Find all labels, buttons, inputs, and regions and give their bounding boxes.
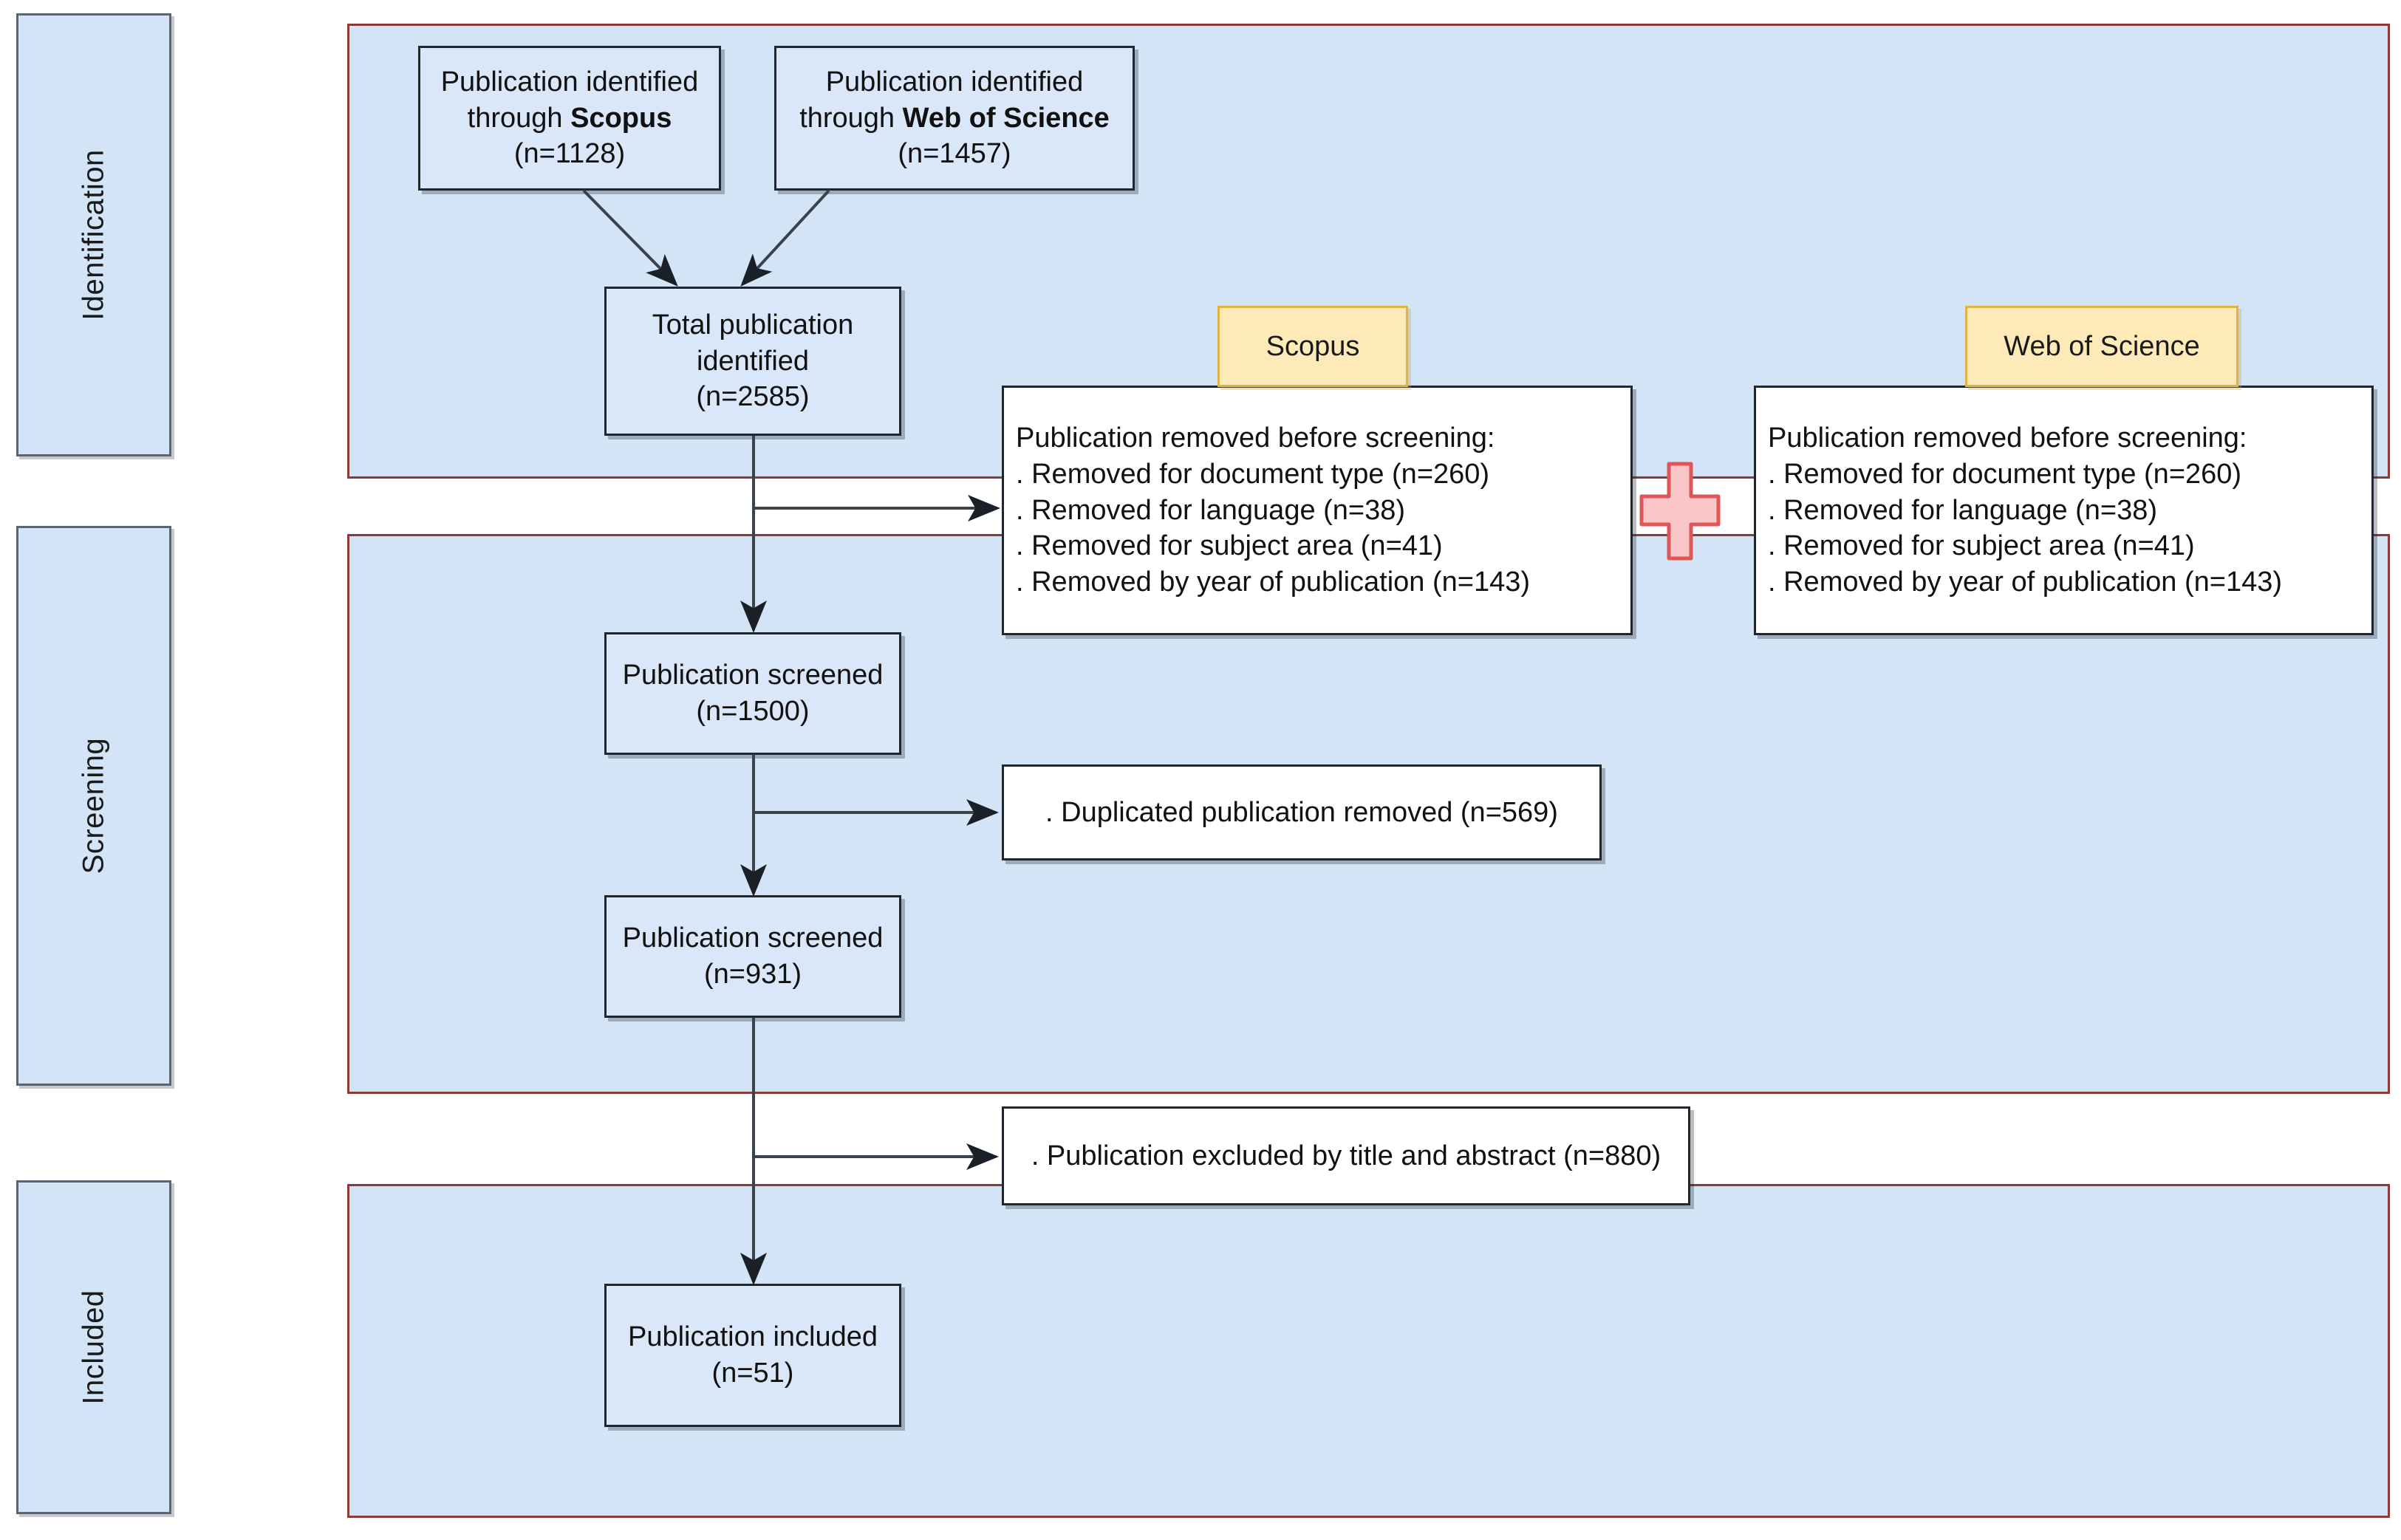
node-removed-before-screening-wos[interactable]: Publication removed before screening: . … bbox=[1754, 386, 2374, 635]
removed-scopus-item-2: . Removed for subject area (n=41) bbox=[1016, 530, 1443, 562]
node-removed-before-screening-scopus[interactable]: Publication removed before screening: . … bbox=[1002, 386, 1633, 635]
node-included-line1: Publication included bbox=[627, 1321, 878, 1353]
node-publication-included[interactable]: Publication included (n=51) bbox=[604, 1284, 901, 1427]
node-source-wos-count: (n=1457) bbox=[898, 138, 1011, 170]
node-publication-screened-1500[interactable]: Publication screened (n=1500) bbox=[604, 632, 901, 755]
removed-scopus-heading: Publication removed before screening: bbox=[1016, 422, 1495, 454]
removed-wos-item-3: . Removed by year of publication (n=143) bbox=[1768, 566, 2283, 598]
node-screened-1500-line1: Publication screened bbox=[622, 660, 884, 691]
removed-wos-heading: Publication removed before screening: bbox=[1768, 422, 2247, 454]
node-total-identified-count: (n=2585) bbox=[696, 381, 810, 413]
node-duplicates-removed[interactable]: . Duplicated publication removed (n=569) bbox=[1002, 764, 1602, 860]
phase-label-included: Included bbox=[16, 1180, 171, 1514]
node-source-scopus-line2-prefix: through bbox=[467, 102, 571, 134]
removed-wos-item-0: . Removed for document type (n=260) bbox=[1768, 459, 2242, 490]
node-total-identified[interactable]: Total publication identified (n=2585) bbox=[604, 287, 901, 436]
node-total-identified-line2: identified bbox=[696, 345, 810, 377]
removed-wos-item-2: . Removed for subject area (n=41) bbox=[1768, 530, 2195, 562]
node-included-count: (n=51) bbox=[711, 1358, 794, 1389]
node-source-wos-line2-prefix: through bbox=[799, 102, 903, 134]
removed-wos-item-1: . Removed for language (n=38) bbox=[1768, 494, 2158, 526]
node-total-identified-line1: Total publication bbox=[652, 309, 854, 341]
tag-web-of-science-label: Web of Science bbox=[2004, 330, 2200, 362]
plus-icon bbox=[1639, 461, 1721, 561]
removed-scopus-item-3: . Removed by year of publication (n=143) bbox=[1016, 566, 1531, 598]
node-source-wos-line1: Publication identified bbox=[825, 66, 1084, 98]
phase-label-identification: Identification bbox=[16, 13, 171, 456]
removed-scopus-item-0: . Removed for document type (n=260) bbox=[1016, 459, 1490, 490]
node-excluded-title-abstract-text: . Publication excluded by title and abst… bbox=[1031, 1140, 1661, 1171]
node-duplicates-removed-text: . Duplicated publication removed (n=569) bbox=[1045, 796, 1558, 828]
node-screened-931-line1: Publication screened bbox=[622, 923, 884, 954]
node-source-scopus[interactable]: Publication identified through Scopus (n… bbox=[418, 46, 721, 191]
tag-scopus: Scopus bbox=[1217, 306, 1408, 387]
node-screened-931-count: (n=931) bbox=[703, 959, 802, 990]
node-source-web-of-science[interactable]: Publication identified through Web of Sc… bbox=[774, 46, 1135, 191]
node-publication-screened-931[interactable]: Publication screened (n=931) bbox=[604, 895, 901, 1018]
node-source-scopus-line1: Publication identified bbox=[440, 66, 699, 98]
phase-label-screening: Screening bbox=[16, 526, 171, 1086]
node-source-scopus-database: Scopus bbox=[570, 102, 672, 134]
phase-label-screening-text: Screening bbox=[77, 737, 110, 875]
tag-web-of-science: Web of Science bbox=[1965, 306, 2238, 387]
removed-scopus-item-1: . Removed for language (n=38) bbox=[1016, 494, 1406, 526]
node-source-scopus-line2: through Scopus bbox=[468, 100, 672, 137]
node-screened-1500-count: (n=1500) bbox=[696, 696, 810, 727]
node-source-scopus-count: (n=1128) bbox=[513, 138, 626, 170]
node-excluded-title-abstract[interactable]: . Publication excluded by title and abst… bbox=[1002, 1106, 1690, 1205]
phase-label-included-text: Included bbox=[77, 1290, 110, 1405]
phase-label-identification-text: Identification bbox=[77, 149, 110, 321]
node-source-wos-database: Web of Science bbox=[902, 102, 1110, 134]
tag-scopus-label: Scopus bbox=[1266, 330, 1360, 362]
node-source-wos-line2: through Web of Science bbox=[799, 100, 1110, 137]
